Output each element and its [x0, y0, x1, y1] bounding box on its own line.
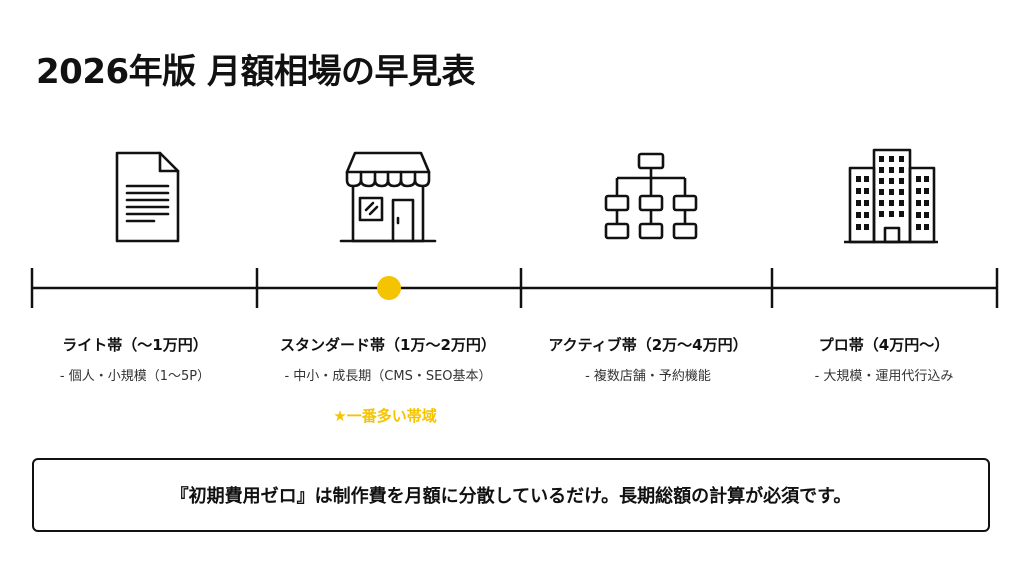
page-title: 2026年版 月額相場の早見表 — [36, 52, 475, 92]
price-timeline — [30, 268, 999, 308]
tier-label: プロ帯（4万円〜） — [818, 336, 950, 354]
document-icon — [92, 148, 202, 248]
tier-standard: スタンダード帯（1万〜2万円） - 中小・成長期（CMS・SEO基本） — [263, 334, 513, 384]
popular-tier-marker — [377, 276, 401, 300]
tier-description: - 中小・成長期（CMS・SEO基本） — [284, 369, 492, 384]
tier-pro: プロ帯（4万円〜） - 大規模・運用代行込み — [759, 334, 1009, 384]
tier-light: ライト帯（〜1万円） - 個人・小規模（1〜5P） — [10, 334, 260, 384]
tier-label: ライト帯（〜1万円） — [62, 336, 208, 354]
tier-description: - 大規模・運用代行込み — [814, 369, 954, 384]
tier-label: スタンダード帯（1万〜2万円） — [280, 336, 496, 354]
tier-description: - 複数店舗・予約機能 — [585, 369, 711, 384]
note-text: 『初期費用ゼロ』は制作費を月額に分散しているだけ。長期総額の計算が必須です。 — [170, 486, 852, 507]
office-building-icon — [836, 148, 946, 248]
tier-label: アクティブ帯（2万〜4万円） — [548, 336, 748, 354]
popular-badge: ★一番多い帯域 — [333, 407, 437, 425]
storefront-icon — [333, 148, 443, 248]
tier-description: - 個人・小規模（1〜5P） — [59, 369, 211, 384]
sitemap-icon — [596, 148, 706, 248]
note-box: 『初期費用ゼロ』は制作費を月額に分散しているだけ。長期総額の計算が必須です。 — [32, 458, 990, 532]
tier-active: アクティブ帯（2万〜4万円） - 複数店舗・予約機能 — [523, 334, 773, 384]
